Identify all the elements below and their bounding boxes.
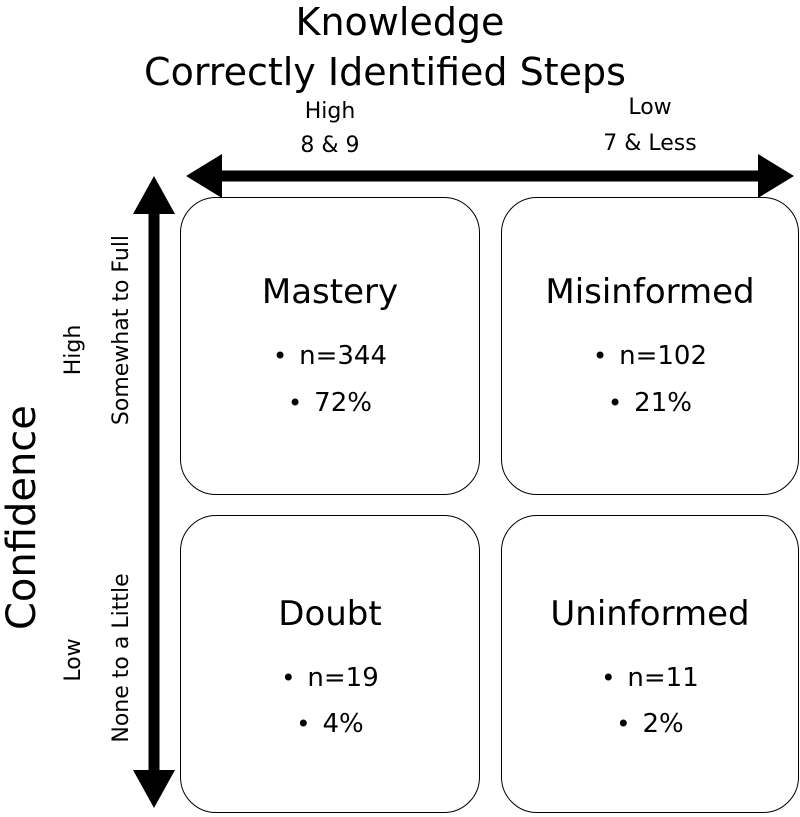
stat-percent-value: 72%: [314, 388, 372, 418]
stat-count: • n=344: [181, 340, 479, 372]
quadrant-mastery: Mastery • n=344 • 72%: [180, 197, 480, 495]
x-axis-high-label: High: [304, 99, 356, 124]
horizontal-arrow-head-right: [758, 154, 794, 198]
stat-percent: • 4%: [181, 708, 479, 740]
stat-count-value: n=102: [619, 341, 708, 371]
stat-count-value: n=19: [307, 663, 379, 693]
stat-count: • n=19: [181, 662, 479, 694]
vertical-arrow-head-top: [133, 176, 175, 214]
x-axis-low-label: Low: [628, 95, 672, 120]
bullet-icon: •: [288, 389, 303, 417]
vertical-double-arrow: [133, 176, 175, 808]
x-axis-subtitle: Correctly Identified Steps: [144, 50, 626, 94]
stat-count-value: n=344: [299, 341, 388, 371]
quadrant-title: Mastery: [261, 272, 399, 312]
stat-count: • n=102: [502, 340, 798, 372]
bullet-icon: •: [592, 342, 608, 370]
stat-percent: • 21%: [502, 387, 798, 419]
stat-count: • n=11: [502, 662, 798, 694]
stat-percent-value: 4%: [322, 709, 364, 739]
quadrant-title: Doubt: [278, 594, 382, 634]
bullet-icon: •: [281, 664, 296, 692]
x-axis-title: Knowledge: [295, 0, 505, 44]
y-axis-low-label: Low: [61, 638, 86, 682]
stat-percent-value: 2%: [642, 709, 684, 739]
y-axis-low-range: None to a Little: [109, 573, 134, 743]
x-axis-low-range: 7 & Less: [603, 131, 697, 156]
y-axis-title: Confidence: [0, 405, 45, 630]
x-axis-high-range: 8 & 9: [300, 133, 360, 158]
bullet-icon: •: [616, 710, 631, 738]
quadrant-misinformed: Misinformed • n=102 • 21%: [501, 197, 799, 495]
bullet-icon: •: [608, 389, 623, 417]
horizontal-arrow-head-left: [186, 154, 222, 198]
horizontal-double-arrow: [186, 154, 794, 198]
stat-percent: • 2%: [502, 708, 798, 740]
stat-count-value: n=11: [627, 663, 699, 693]
y-axis-high-label: High: [61, 324, 86, 376]
stat-percent: • 72%: [181, 387, 479, 419]
quadrant-doubt: Doubt • n=19 • 4%: [180, 515, 480, 813]
y-axis-high-range: Somewhat to Full: [109, 234, 134, 426]
bullet-icon: •: [601, 664, 616, 692]
bullet-icon: •: [272, 342, 288, 370]
quadrant-title: Uninformed: [550, 594, 750, 634]
quadrant-title: Misinformed: [545, 272, 755, 312]
stat-percent-value: 21%: [634, 388, 692, 418]
vertical-arrow-head-bottom: [133, 770, 175, 808]
quadrant-uninformed: Uninformed • n=11 • 2%: [501, 515, 799, 813]
bullet-icon: •: [296, 710, 311, 738]
